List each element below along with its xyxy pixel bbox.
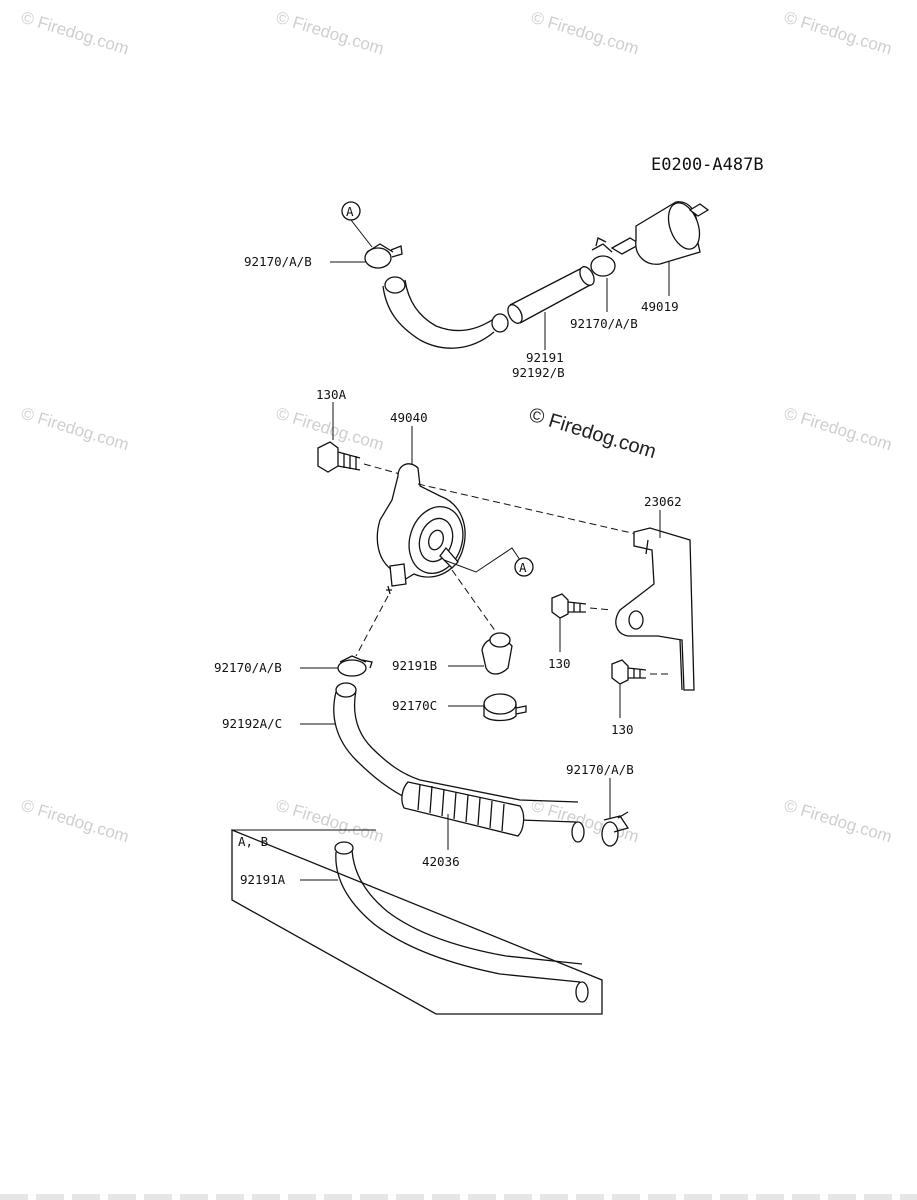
variant-box-ab: A, B 92191A — [231, 829, 603, 1015]
watermark-text: © Firedog.com — [19, 796, 131, 847]
reference-circle-a — [514, 557, 534, 577]
clamp-92170c-drawing — [483, 693, 527, 722]
part-label-49019: 49019 — [641, 299, 679, 314]
hose-top-left-drawing — [382, 279, 499, 349]
part-label-92191: 92191 — [526, 350, 564, 365]
watermark-text: © Firedog.com — [782, 404, 894, 455]
bolt-130a-drawing — [317, 441, 361, 473]
part-label-23062: 23062 — [644, 494, 682, 509]
watermark-center: © Firedog.com — [527, 404, 659, 463]
part-label-92191a: 92191A — [240, 872, 286, 887]
part-label-92170-mid-left: 92170/A/B — [214, 660, 282, 675]
part-label-92170-right: 92170/A/B — [566, 762, 634, 777]
hose-end-drawing — [575, 981, 589, 1003]
top-assembly: A 92170/A/B 92170/A/B 49019 92191 92192/… — [244, 201, 710, 380]
watermark-text: © Firedog.com — [19, 404, 131, 455]
main-hose-assembly: 92192A/C 42036 92170/A/B — [222, 682, 634, 869]
bolt-130-lower-drawing — [611, 659, 647, 685]
diagram-code: E0200-A487B — [651, 155, 764, 175]
clamp-top-left-drawing — [364, 243, 403, 269]
hose-end-drawing — [334, 841, 354, 855]
part-label-130-upper: 130 — [548, 656, 571, 671]
part-label-92170c: 92170C — [392, 698, 437, 713]
hose-end-drawing — [335, 682, 357, 698]
watermark-grid: © Firedog.com © Firedog.com © Firedog.co… — [19, 8, 894, 847]
reference-a-pump-label: A — [519, 560, 527, 575]
part-label-92192b: 92192/B — [512, 365, 565, 380]
fuel-filter-drawing — [610, 201, 710, 265]
part-label-92192ac: 92192A/C — [222, 716, 282, 731]
pump-assembly: 130A 49040 A 23062 — [214, 387, 695, 737]
part-label-49040: 49040 — [390, 410, 428, 425]
watermark-text: © Firedog.com — [19, 8, 131, 59]
part-label-92191b: 92191B — [392, 658, 437, 673]
bolt-130-upper-drawing — [551, 593, 587, 619]
hose-end-drawing — [491, 313, 509, 333]
watermark-text: © Firedog.com — [274, 8, 386, 59]
part-label-130-lower: 130 — [611, 722, 634, 737]
fuel-pump-drawing — [376, 463, 466, 595]
hose-end-drawing — [571, 821, 585, 843]
part-label-130a: 130A — [316, 387, 347, 402]
reference-a-top-label: A — [346, 204, 354, 219]
hose-top-straight-drawing — [507, 266, 595, 324]
watermark-text: © Firedog.com — [274, 796, 386, 847]
watermark-text: © Firedog.com — [782, 8, 894, 59]
bottom-decorative-strip — [0, 1194, 917, 1200]
clamp-mid-left-drawing — [337, 655, 373, 677]
hose-92191a-drawing — [335, 845, 583, 983]
sleeve-42036-drawing — [401, 781, 525, 837]
clamp-right-drawing — [601, 811, 630, 847]
watermark-text: © Firedog.com — [529, 8, 641, 59]
clamp-top-right-drawing — [590, 237, 616, 277]
elbow-92191b-drawing — [481, 632, 513, 675]
hose-end-drawing — [384, 276, 406, 294]
part-label-42036: 42036 — [422, 854, 460, 869]
part-label-92170-top-right: 92170/A/B — [570, 316, 638, 331]
part-label-92170-top-left: 92170/A/B — [244, 254, 312, 269]
bracket-23062-drawing — [615, 527, 695, 691]
variant-label: A, B — [238, 834, 268, 849]
watermark-text: © Firedog.com — [782, 796, 894, 847]
